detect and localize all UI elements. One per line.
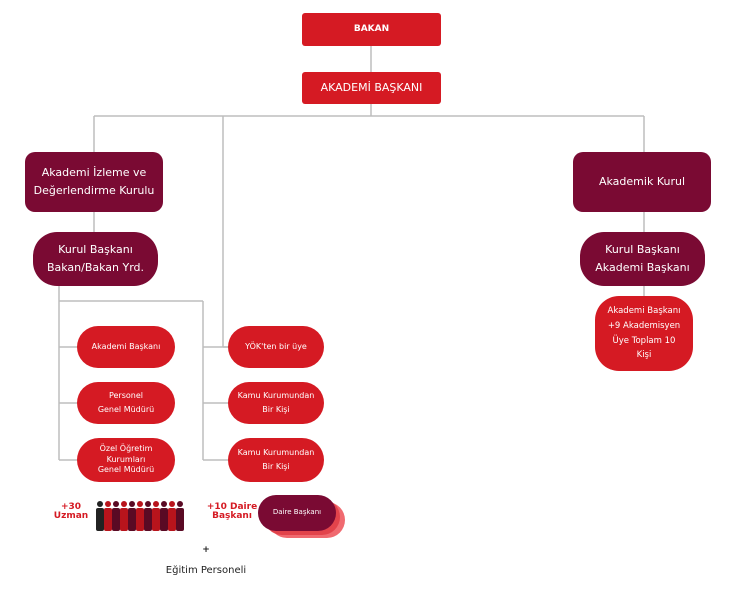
member-kamu1-line2: Bir Kişi (262, 405, 290, 414)
people-group-icon (96, 501, 184, 531)
member-ozel-line1: Özel Öğretim (99, 444, 153, 454)
akademik-kurul-members-box: Akademi Başkanı +9 Akademisyen Üye Topla… (595, 296, 693, 371)
akademi-izleme-kurulu-box: Akademi İzleme ve Değerlendirme Kurulu (25, 152, 163, 212)
person-icon (160, 501, 168, 531)
akademik-members-line1: Akademi Başkanı (607, 305, 681, 316)
left-kurul-baskani-line2: Bakan/Bakan Yrd. (46, 261, 145, 274)
member-akademi-baskani: Akademi Başkanı (77, 326, 175, 368)
uzman-line2: Uzman (53, 511, 89, 522)
person-icon (112, 501, 120, 531)
member-akademi-baskani-label: Akademi Başkanı (91, 342, 161, 351)
akademi-baskani-box: AKADEMİ BAŞKANI (302, 72, 441, 104)
akademi-izleme-line1: Akademi İzleme ve (41, 166, 147, 180)
member-kamu-kurumu-1: Kamu Kurumundan Bir Kişi (228, 382, 324, 424)
person-icon (128, 501, 136, 531)
daire-baskani-label: Daire Başkanı (272, 508, 322, 517)
member-kamu-kurumu-2: Kamu Kurumundan Bir Kişi (228, 438, 324, 482)
akademik-kurul-label: Akademik Kurul (598, 175, 686, 189)
person-icon (176, 501, 184, 531)
member-ozel-line3: Genel Müdürü (97, 465, 155, 475)
person-icon (168, 501, 176, 531)
akademi-baskani-label: AKADEMİ BAŞKANI (320, 81, 423, 95)
bakan-box: BAKAN (302, 13, 441, 46)
person-icon (144, 501, 152, 531)
member-personel-genel-muduru: Personel Genel Müdürü (77, 382, 175, 424)
akademi-izleme-line2: Değerlendirme Kurulu (33, 184, 155, 197)
daire-line1: +10 Daire (206, 502, 258, 512)
akademik-members-line4: Kişi (636, 350, 652, 361)
member-personel-line2: Genel Müdürü (97, 405, 155, 414)
plus-sign: + (202, 545, 210, 555)
right-kurul-baskani-box: Kurul Başkanı Akademi Başkanı (580, 232, 705, 286)
daire-line2: Başkanı (212, 511, 252, 522)
bakan-label: BAKAN (353, 24, 390, 35)
person-icon (136, 501, 144, 531)
member-kamu2-line1: Kamu Kurumundan (237, 448, 315, 457)
akademik-kurul-box: Akademik Kurul (573, 152, 711, 212)
member-ozel-ogretim: Özel Öğretim Kurumları Genel Müdürü (77, 438, 175, 482)
left-kurul-baskani-line1: Kurul Başkanı (58, 243, 133, 257)
member-personel-line1: Personel (108, 391, 143, 400)
person-icon (152, 501, 160, 531)
member-ozel-line2: Kurumları (106, 454, 146, 464)
person-icon (104, 501, 112, 531)
member-yok-uye: YÖK'ten bir üye (228, 326, 324, 368)
daire-baskani-box: Daire Başkanı (258, 495, 336, 531)
person-icon (96, 501, 104, 531)
member-yok-label: YÖK'ten bir üye (245, 342, 307, 351)
person-icon (120, 501, 128, 531)
akademik-members-line2: +9 Akademisyen (607, 320, 681, 331)
uzman-count-label: +30 Uzman (50, 502, 92, 522)
uzman-line1: +30 (60, 502, 82, 512)
akademik-members-line3: Üye Toplam 10 (612, 335, 676, 346)
member-kamu2-line2: Bir Kişi (262, 462, 290, 471)
right-kurul-baskani-line2: Akademi Başkanı (595, 261, 690, 274)
member-kamu1-line1: Kamu Kurumundan (237, 391, 315, 400)
egitim-personeli-label: Eğitim Personeli (165, 565, 247, 576)
daire-count-label: +10 Daire Başkanı (205, 502, 259, 522)
right-kurul-baskani-line1: Kurul Başkanı (605, 243, 680, 257)
left-kurul-baskani-box: Kurul Başkanı Bakan/Bakan Yrd. (33, 232, 158, 286)
